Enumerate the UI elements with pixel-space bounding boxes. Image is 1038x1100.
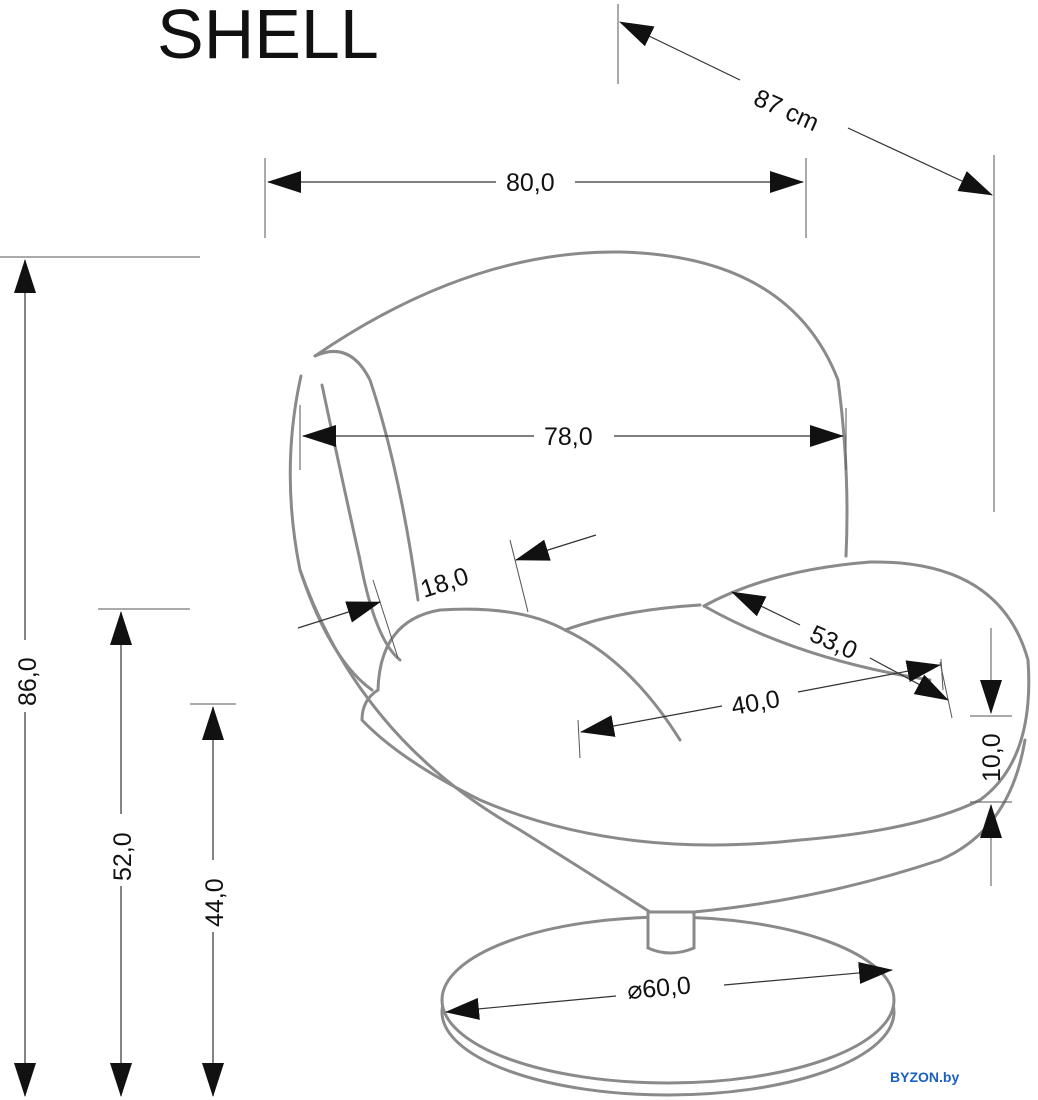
label-seat-back-width: 78,0 xyxy=(544,423,593,451)
shell-bottom xyxy=(298,568,652,914)
dim-total-height: 86,0 xyxy=(0,256,200,1097)
dim-seat-cushion-height: 10,0 xyxy=(970,628,1012,886)
seat-front xyxy=(360,688,982,847)
label-seat-height: 44,0 xyxy=(201,878,229,927)
shell-outer xyxy=(313,250,849,558)
seat-cushion-divider xyxy=(563,628,682,742)
shell-left-inner xyxy=(313,350,420,602)
label-seat-depth: 40,0 xyxy=(729,685,782,721)
armrest-right-inner xyxy=(702,604,932,682)
label-width: 80,0 xyxy=(506,169,555,197)
dim-seat-back-width: 78,0 xyxy=(299,405,847,470)
backrest-inner xyxy=(320,383,402,662)
shell-right-bottom xyxy=(692,738,1027,914)
label-total-height: 86,0 xyxy=(14,657,42,706)
armrest-right xyxy=(702,560,1031,802)
dim-armrest-thickness: 18,0 xyxy=(297,534,597,659)
label-armrest-thickness: 18,0 xyxy=(417,562,472,604)
dim-armrest-height: 52,0 xyxy=(98,608,190,1097)
dim-base-diameter: ⌀60,0 xyxy=(445,961,893,1020)
label-seat-cushion-height: 10,0 xyxy=(978,733,1006,782)
chair-outline xyxy=(288,250,1031,1097)
product-title: SHELL xyxy=(157,0,379,73)
brand-label: BYZON.by xyxy=(890,1069,959,1085)
dim-seat-height: 44,0 xyxy=(190,703,236,1097)
dim-width: 80,0 xyxy=(264,158,807,238)
label-depth: 87 cm xyxy=(750,84,824,137)
label-base-diameter: ⌀60,0 xyxy=(626,972,692,1005)
seat-cushion xyxy=(376,603,702,692)
label-armrest-height: 52,0 xyxy=(109,832,137,881)
pedestal xyxy=(646,910,696,955)
